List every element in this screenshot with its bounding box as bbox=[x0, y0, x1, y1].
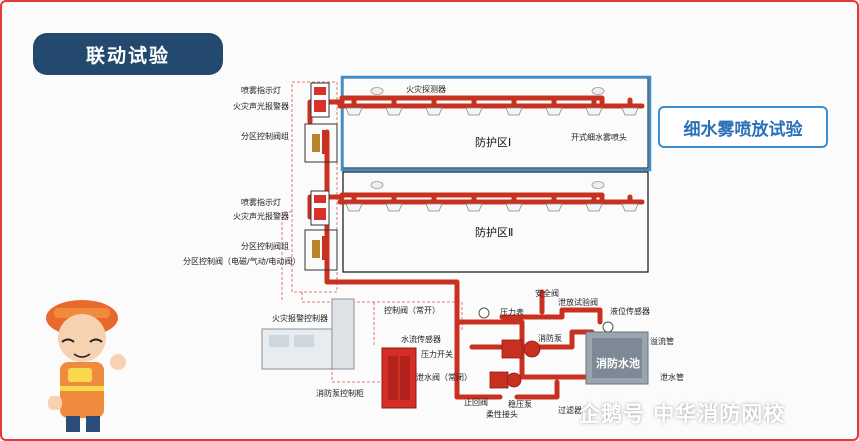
zone1-valve-group-label: 分区控制阀组 bbox=[241, 132, 289, 141]
zone1-highlight bbox=[340, 75, 652, 172]
pressure-gauge-label: 压力表 bbox=[500, 308, 524, 317]
zone2-spray-light-label: 喷雾指示灯 bbox=[241, 198, 281, 207]
drain-pipe-label: 泄水管 bbox=[660, 373, 684, 382]
nozzle-icons bbox=[345, 107, 639, 212]
drain-valve-label: 泄水阀（常闭） bbox=[416, 373, 472, 382]
level-sensor-label: 液位传感器 bbox=[610, 307, 650, 316]
zone2-valve-type-label: 分区控制阀（电磁/气动/电动阀） bbox=[183, 257, 301, 266]
pressure-pump-label: 稳压泵 bbox=[508, 400, 532, 409]
fire-detector-label: 火灾探测器 bbox=[406, 85, 446, 94]
overflow-pipe-label: 溢流管 bbox=[650, 337, 674, 346]
pressure-gauge-icon bbox=[478, 307, 490, 319]
zone1-name: 防护区Ⅰ bbox=[475, 136, 512, 149]
pump-control-cabinet-label: 消防泵控制柜 bbox=[316, 389, 364, 398]
watermark: 企鹅号 中华消防网校 bbox=[579, 402, 786, 426]
test-valve-label: 泄放试验阀 bbox=[558, 298, 598, 307]
flex-joint-label: 柔性接头 bbox=[486, 410, 518, 419]
pump-control-cabinet-icon bbox=[381, 347, 417, 409]
safety-valve-label: 安全阀 bbox=[535, 289, 559, 298]
pump-icons bbox=[489, 339, 541, 389]
zone2-alarm-label: 火灾声光报警器 bbox=[233, 212, 289, 221]
fire-pump-label: 消防泵 bbox=[538, 334, 562, 343]
fire-detector-icons bbox=[370, 87, 605, 189]
water-pool-label: 消防水池 bbox=[596, 357, 640, 370]
water-pool-icon bbox=[585, 331, 649, 385]
zone2-box bbox=[342, 171, 649, 273]
zone2-valve-group-label: 分区控制阀组 bbox=[241, 242, 289, 251]
pressure-switch-label: 压力开关 bbox=[421, 350, 453, 359]
flow-sensor-label: 水流传感器 bbox=[401, 335, 441, 344]
fire-alarm-controller-icon bbox=[261, 298, 355, 370]
zone2-name: 防护区Ⅱ bbox=[475, 226, 514, 239]
zone1-alarm-label: 火灾声光报警器 bbox=[233, 102, 289, 111]
control-valve-label: 控制阀（常开） bbox=[384, 306, 440, 315]
fire-alarm-controller-label: 火灾报警控制器 bbox=[272, 314, 328, 323]
check-valve-label: 止回阀 bbox=[464, 398, 488, 407]
filter-label: 过滤器 bbox=[558, 406, 582, 415]
valve-group-icons bbox=[304, 123, 338, 271]
nozzle-label: 开式细水雾喷头 bbox=[571, 133, 627, 142]
zone1-spray-light-label: 喷雾指示灯 bbox=[241, 86, 281, 95]
spray-test-label: 细水雾喷放试验 bbox=[658, 106, 828, 148]
alarm-box-icons bbox=[310, 82, 330, 226]
page-title: 联动试验 bbox=[33, 33, 223, 75]
